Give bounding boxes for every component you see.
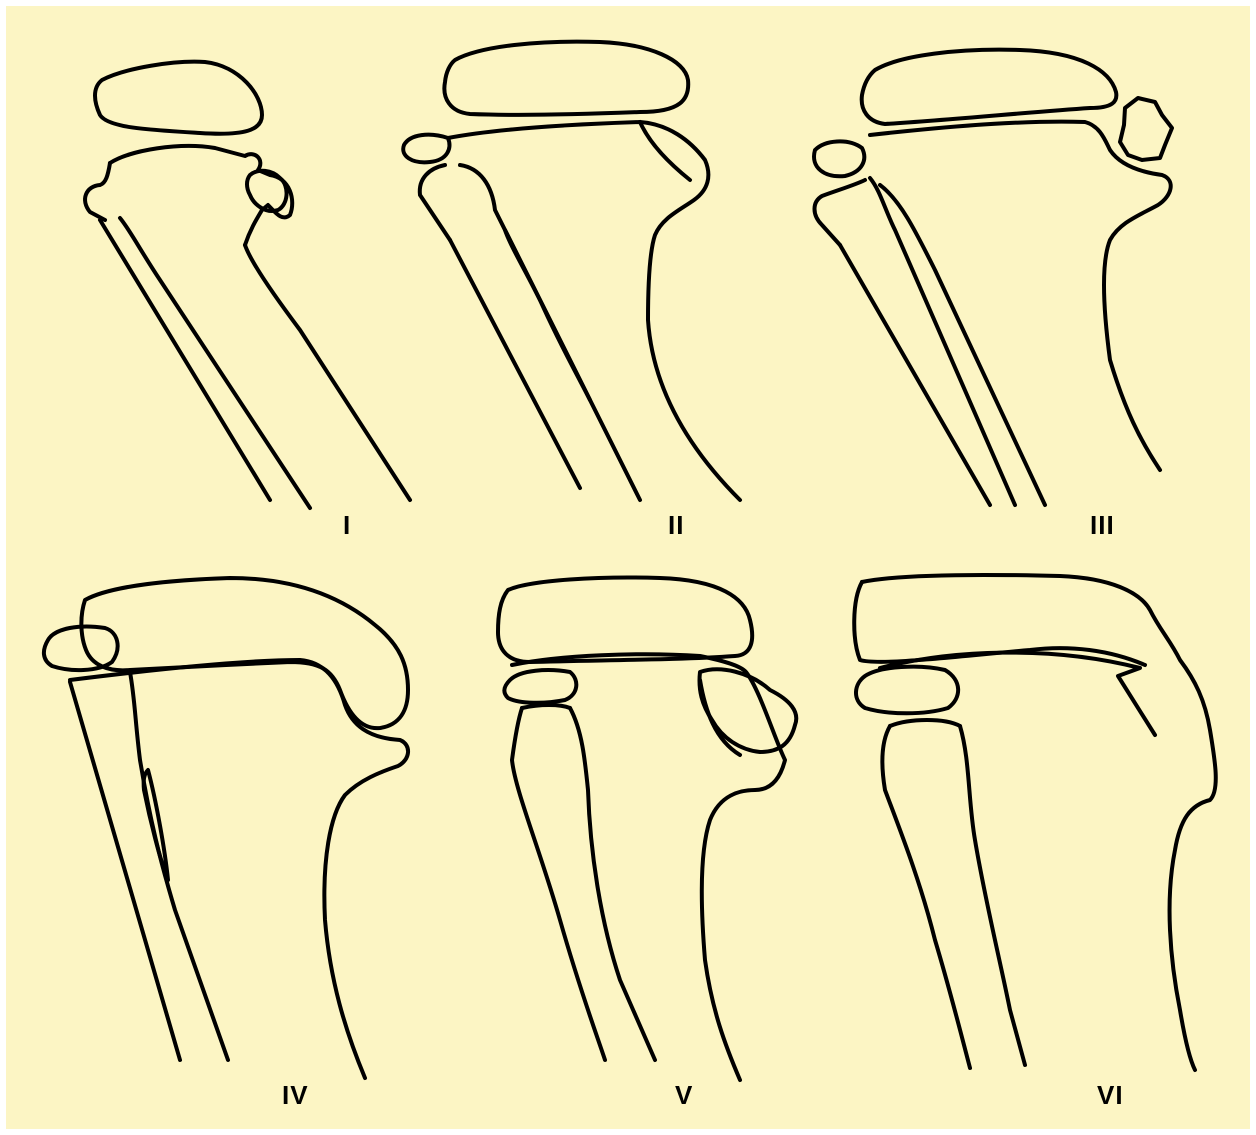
panel-5-label: V	[675, 1080, 693, 1111]
panel-4-label: IV	[282, 1080, 309, 1111]
panel-1-label: I	[343, 510, 351, 541]
panel-2-label: II	[668, 510, 684, 541]
panel-3-label: III	[1090, 510, 1115, 541]
panel-6-label: VI	[1097, 1080, 1124, 1111]
